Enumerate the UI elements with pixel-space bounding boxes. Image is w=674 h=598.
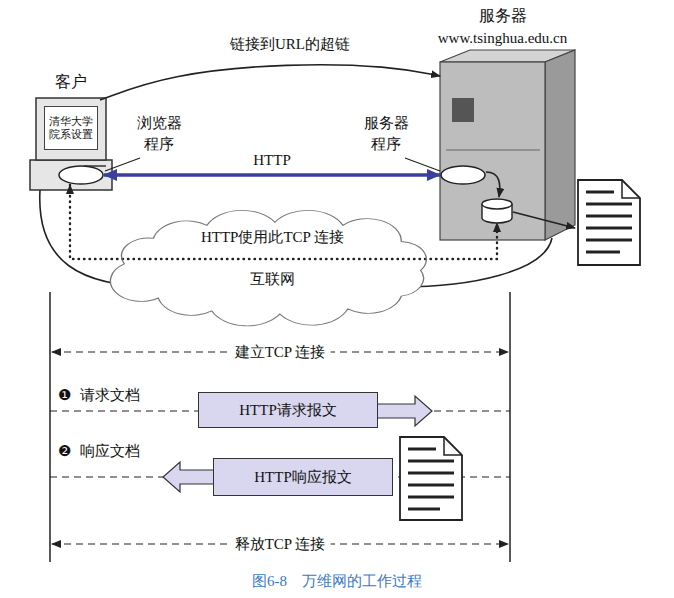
- message-box: HTTP请求报文: [198, 392, 378, 428]
- leader-line: [105, 158, 140, 171]
- cloud-outline: [100, 190, 445, 325]
- node-heading: HTTP响应报文: [254, 468, 352, 487]
- request-hollow-arrow: [377, 396, 432, 426]
- client-timeline: [49, 292, 51, 562]
- message-box: HTTP响应报文: [213, 458, 393, 496]
- server-program: 服务器 程序: [440, 165, 486, 185]
- document-icon: [578, 180, 640, 265]
- server-to-disk-arrow: [486, 172, 500, 197]
- server-panel-line: [446, 150, 540, 151]
- step-label: 请求文档: [80, 386, 140, 405]
- response-hollow-arrow: [163, 462, 214, 492]
- server: 服务器 www.tsinghua.edu.cn: [420, 6, 585, 246]
- server-drive-bay: [452, 98, 474, 122]
- node-heading: 服务器 程序: [360, 113, 412, 155]
- step-label: 建立TCP 连接: [230, 343, 331, 362]
- node-heading: HTTP使用此TCP 连接: [100, 228, 445, 247]
- disk-to-document-arrow: [513, 212, 575, 228]
- screen: 清华大学 院系设置: [44, 106, 98, 150]
- hyperlink-arrow: [100, 65, 440, 100]
- tcp-dotted-arrow: [70, 185, 497, 259]
- node-heading: 浏览器 程序: [133, 113, 185, 155]
- computer-monitor: [36, 98, 106, 160]
- disk-top: [482, 199, 512, 209]
- node-heading: HTTP请求报文: [239, 401, 337, 420]
- edge-label: HTTP: [248, 151, 296, 170]
- ellipse-outline: [58, 165, 104, 185]
- node-heading: 清华大学 院系设置: [46, 115, 96, 141]
- server-front: [440, 62, 545, 240]
- step-label: 释放TCP 连接: [230, 535, 331, 554]
- http-arrow: [104, 173, 440, 177]
- node-heading: 客户: [30, 72, 112, 92]
- ellipse-outline: [440, 165, 486, 185]
- response-document-icon: [400, 437, 462, 520]
- internet-cloud: HTTP使用此TCP 连接互联网: [100, 190, 445, 325]
- node-text: www.tsinghua.edu.cn: [420, 29, 585, 48]
- callout-number: ❷: [58, 442, 71, 461]
- step-label: 响应文档: [80, 442, 140, 461]
- leader-line: [405, 158, 440, 171]
- cloud-fill: [110, 210, 426, 326]
- callout-number: ❶: [58, 386, 71, 405]
- browser-program: 浏览器 程序: [58, 165, 104, 185]
- server-side: [545, 50, 575, 240]
- server-timeline: [509, 292, 511, 562]
- figure-caption: 图6-8 万维网的工作过程: [252, 572, 422, 591]
- edge-label: 链接到URL的超链: [225, 35, 355, 54]
- node-heading: 服务器: [420, 6, 585, 26]
- node-text: 互联网: [100, 270, 445, 289]
